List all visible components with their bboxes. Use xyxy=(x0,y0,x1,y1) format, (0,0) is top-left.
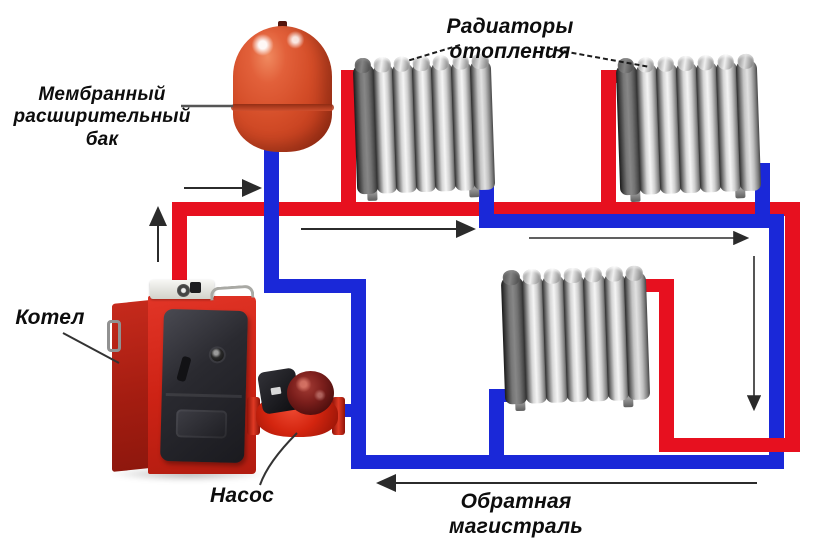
supply-bottom-run xyxy=(659,438,800,452)
radiator-body xyxy=(615,59,762,196)
radiator-section xyxy=(735,59,762,192)
boiler xyxy=(107,278,268,482)
boiler-gauge-icon xyxy=(177,284,190,297)
boiler-door-knob xyxy=(210,348,224,362)
label-return-line: Обратная магистраль xyxy=(449,490,583,538)
supply-boiler-riser xyxy=(172,202,187,290)
label-radiators: Радиаторы отопления xyxy=(446,15,574,63)
label-boiler: Котел xyxy=(15,306,85,329)
boiler-lower-door xyxy=(175,409,227,439)
return-upper-horizontal xyxy=(479,214,784,228)
radiator-section xyxy=(624,271,651,401)
return-left-vertical xyxy=(351,279,366,469)
supply-riser-radiator2 xyxy=(601,70,616,216)
radiator-3 xyxy=(500,271,651,412)
return-bottom-main xyxy=(351,455,784,469)
boiler-side-handle xyxy=(107,320,121,352)
label-expansion-tank: Мембранный расширительный бак xyxy=(13,84,191,150)
radiator-body xyxy=(500,271,651,405)
supply-riser-radiator1 xyxy=(341,70,356,216)
tank-drop-pipe xyxy=(264,146,279,293)
pump-head xyxy=(287,371,334,415)
return-radiator3-vertical xyxy=(489,389,504,461)
tank-jog-pipe xyxy=(264,279,365,293)
supply-riser-radiator3 xyxy=(659,279,674,452)
expansion-tank xyxy=(231,21,334,152)
boiler-door-seam xyxy=(165,392,242,398)
boiler-door-lever xyxy=(176,355,192,383)
label-pump: Насос xyxy=(209,484,275,507)
radiator-section xyxy=(470,59,496,191)
return-right-vertical xyxy=(769,214,784,469)
boiler-top-knob xyxy=(190,282,201,293)
radiator-1 xyxy=(352,59,496,202)
tank-seam xyxy=(231,104,334,112)
circulation-pump xyxy=(246,350,346,438)
tank-body xyxy=(233,26,332,152)
pump-motor-slot xyxy=(270,386,282,396)
boiler-door xyxy=(160,308,248,464)
boiler-control-panel xyxy=(150,280,214,299)
supply-right-drop xyxy=(785,202,800,452)
radiator-body xyxy=(352,59,496,195)
radiator-2 xyxy=(615,59,762,203)
